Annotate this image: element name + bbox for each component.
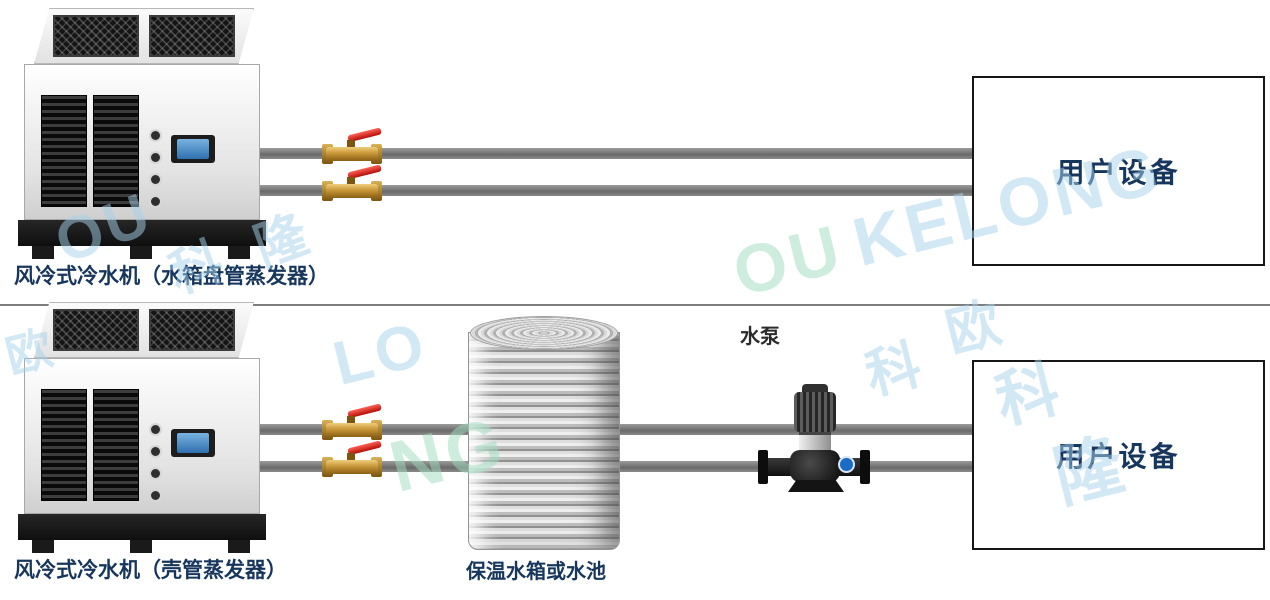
pump-base	[788, 480, 844, 492]
watermark-text: OU	[725, 210, 851, 311]
chiller-caption-top: 风冷式冷水机（水箱盘管蒸发器）	[14, 265, 329, 288]
chiller-foot	[32, 246, 54, 259]
valve-stem	[347, 140, 355, 148]
watermark-text: LO	[326, 309, 435, 399]
louver-vent-icon	[93, 389, 139, 501]
user-equipment-label: 用户设备	[1056, 441, 1181, 472]
fan-grille-icon	[149, 309, 235, 351]
valve-body	[326, 460, 378, 474]
ball-valve	[322, 164, 382, 201]
display-screen-icon	[177, 433, 209, 453]
fan-grille-icon	[53, 309, 139, 351]
chiller-control-display	[171, 429, 215, 457]
tank-lid-icon	[470, 316, 618, 350]
valve-stem	[347, 177, 355, 185]
louver-vent-icon	[93, 95, 139, 207]
user-equipment-box-bottom: 用户设备	[972, 360, 1265, 550]
tank-caption: 保温水箱或水池	[466, 561, 606, 583]
chiller-caption-bottom: 风冷式冷水机（壳管蒸发器）	[14, 559, 287, 582]
ball-valve	[322, 403, 382, 440]
valve-body	[326, 423, 378, 437]
louver-vent-icon	[41, 389, 87, 501]
chiller-base	[18, 514, 266, 540]
return-pipe-top	[250, 185, 975, 196]
supply-pipe-to-equipment	[600, 424, 975, 435]
water-pump	[758, 384, 870, 496]
knob-icon	[151, 469, 160, 478]
valve-stem	[347, 453, 355, 461]
pump-flange	[758, 450, 768, 484]
chiller-fan-grilles	[34, 8, 254, 64]
tank-body	[468, 332, 620, 550]
air-cooled-chiller-bottom	[10, 300, 270, 554]
pump-motor-cap	[802, 384, 828, 393]
valve-stem	[347, 416, 355, 424]
pump-caption: 水泵	[740, 326, 780, 348]
ball-valve	[322, 440, 382, 477]
chiller-control-display	[171, 135, 215, 163]
knob-icon	[151, 447, 160, 456]
user-equipment-label: 用户设备	[1056, 157, 1181, 188]
valve-body	[326, 184, 378, 198]
watermark-text: 欧	[940, 291, 1011, 364]
pump-flange	[860, 450, 870, 484]
air-cooled-chiller-top	[10, 6, 270, 260]
display-screen-icon	[177, 139, 209, 159]
chiller-foot	[32, 540, 54, 553]
chiller-fan-grilles	[34, 302, 254, 358]
chiller-base	[18, 220, 266, 246]
knob-icon	[151, 175, 160, 184]
valve-body	[326, 147, 378, 161]
knob-icon	[151, 197, 160, 206]
fan-grille-icon	[53, 15, 139, 57]
chiller-foot	[228, 246, 250, 259]
supply-pipe-top	[250, 148, 975, 159]
fan-grille-icon	[149, 15, 235, 57]
user-equipment-box-top: 用户设备	[972, 76, 1265, 266]
chiller-cabinet	[24, 358, 260, 514]
pump-volute	[790, 450, 840, 482]
insulated-water-tank	[468, 316, 620, 550]
ball-valve	[322, 127, 382, 164]
chiller-foot	[228, 540, 250, 553]
chiller-cabinet	[24, 64, 260, 220]
pump-motor	[794, 392, 836, 432]
knob-icon	[151, 131, 160, 140]
pump-badge-icon	[838, 456, 855, 473]
chiller-foot	[130, 246, 152, 259]
chiller-foot	[130, 540, 152, 553]
knob-icon	[151, 491, 160, 500]
knob-icon	[151, 153, 160, 162]
section-divider	[0, 304, 1270, 306]
knob-icon	[151, 425, 160, 434]
louver-vent-icon	[41, 95, 87, 207]
